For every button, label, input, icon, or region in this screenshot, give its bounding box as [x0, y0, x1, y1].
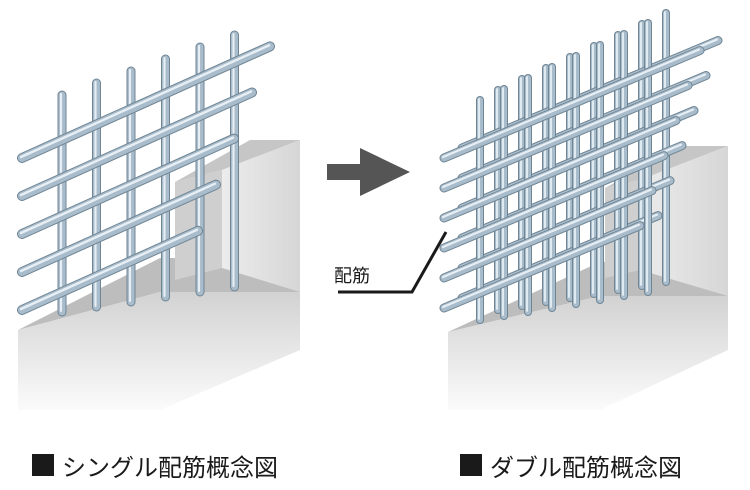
- single-horizontal-bar: [18, 226, 202, 314]
- single-horizontal-bar-highlight: [19, 136, 235, 235]
- single-horizontal-bar: [18, 180, 220, 276]
- double-rebar-diagram: [439, 9, 728, 410]
- double-horizontal-bar-highlight: [441, 223, 641, 309]
- single-wall-top: [18, 258, 300, 330]
- black-square-icon: [32, 454, 54, 476]
- double-wall-front: [448, 296, 728, 410]
- right-arrow-icon: [327, 148, 410, 196]
- double-horizontal-bar: [440, 152, 668, 252]
- double-horizontal-bar: [440, 46, 704, 162]
- double-horizontal-bar: [440, 222, 644, 312]
- double-horizontal-bar-highlight: [441, 118, 677, 219]
- single-rebar-diagram: [17, 30, 300, 410]
- double-horizontal-bar-highlight: [441, 188, 653, 279]
- double-horizontal-bar-highlight: [441, 153, 665, 249]
- single-horizontal-bar: [18, 42, 274, 162]
- rebar-label: 配筋: [334, 266, 370, 287]
- black-square-icon: [460, 454, 482, 476]
- single-wall-front: [18, 292, 300, 410]
- double-rebar-grid: [439, 9, 723, 324]
- single-horizontal-bar: [18, 88, 256, 200]
- caption-double-text: ダブル配筋概念図: [490, 453, 682, 482]
- double-horizontal-bar-highlight: [441, 48, 701, 159]
- double-horizontal-bar: [440, 117, 680, 222]
- double-horizontal-bar: [440, 187, 656, 282]
- caption-single-text: シングル配筋概念図: [62, 453, 278, 482]
- single-horizontal-bar-highlight: [19, 90, 253, 197]
- rebar-leader-line: [338, 231, 448, 294]
- caption-single: シングル配筋概念図: [32, 450, 278, 482]
- single-horizontal-bar-highlight: [19, 44, 271, 159]
- double-horizontal-bar: [440, 82, 692, 192]
- double-wall-top: [448, 262, 728, 332]
- single-horizontal-bar-highlight: [19, 228, 199, 311]
- single-horizontal-bar-highlight: [19, 182, 217, 273]
- caption-double: ダブル配筋概念図: [460, 450, 682, 482]
- double-horizontal-bar-highlight: [441, 83, 689, 189]
- single-wall-side: [222, 140, 300, 292]
- single-horizontal-bar: [18, 134, 238, 238]
- single-rebar-grid: [17, 30, 275, 317]
